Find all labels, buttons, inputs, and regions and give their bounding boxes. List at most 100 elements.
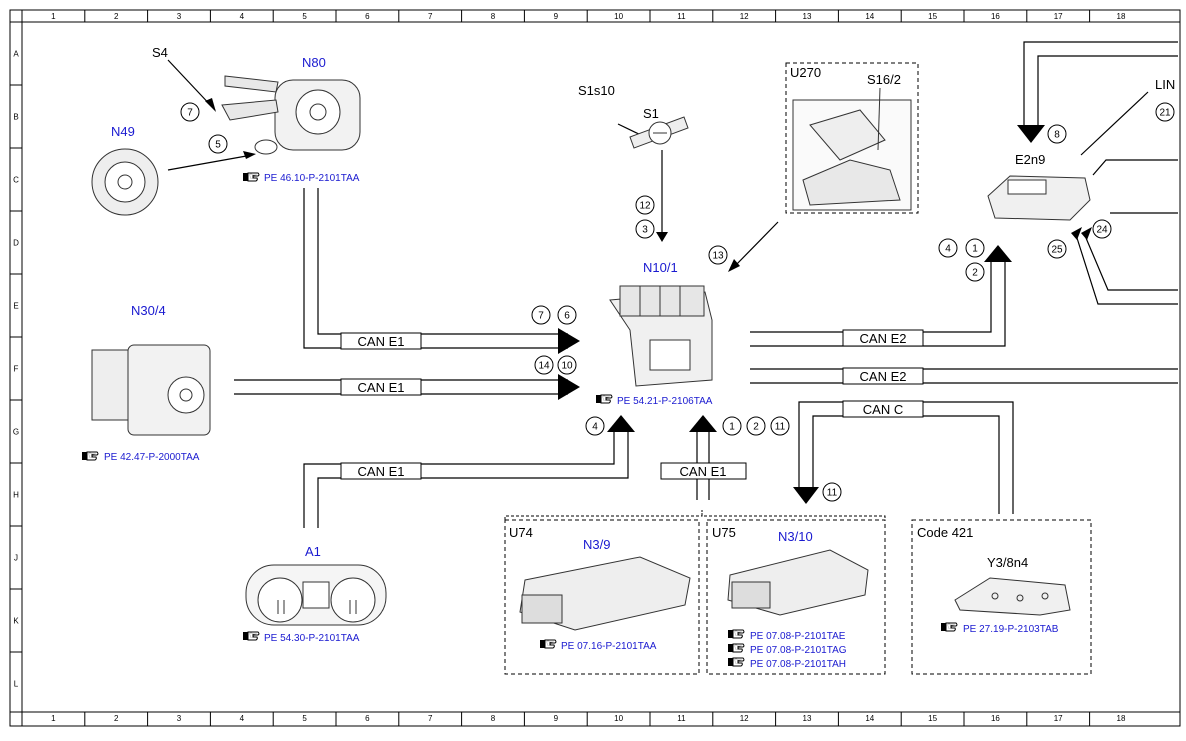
ref-y3-8n4-text[interactable]: PE 27.19-P-2103TAB	[963, 624, 1059, 635]
arrow-down-e2n9	[1017, 125, 1045, 143]
circled-number: 4	[938, 238, 958, 258]
u270-steering-lock-illustration	[792, 87, 912, 211]
ref-n3-10-b-text[interactable]: PE 07.08-P-2101TAG	[750, 645, 847, 656]
box-u74	[504, 519, 700, 675]
circled-number-label: 21	[1159, 108, 1171, 119]
circled-number-label: 12	[639, 201, 651, 212]
grid-column-number: 9	[554, 12, 559, 21]
label-n10-1: N10/1	[643, 260, 678, 275]
ref-n30-4-text[interactable]: PE 42.47-P-2000TAA	[104, 452, 200, 463]
label-lin: LIN	[1155, 77, 1175, 92]
grid-row-letter: J	[14, 554, 18, 563]
circled-number-label: 11	[827, 488, 838, 499]
ref-y3-8n4[interactable]: PE 27.19-P-2103TAB	[940, 620, 1059, 635]
label-e2n9: E2n9	[1015, 152, 1045, 167]
arrowhead-25	[1071, 227, 1082, 240]
s1-ignition-switch-illustration	[629, 116, 689, 149]
grid-column-number: 7	[428, 12, 433, 21]
bus-label-can-e2: CAN E2	[860, 369, 907, 384]
n10-1-sam-illustration	[609, 285, 713, 387]
grid-row-letter: H	[13, 491, 19, 500]
circled-number-label: 5	[215, 140, 221, 151]
circled-number-label: 3	[642, 225, 648, 236]
ref-n80-text[interactable]: PE 46.10-P-2101TAA	[264, 173, 360, 184]
circled-number-label: 6	[564, 311, 570, 322]
arrowhead-n49	[243, 151, 256, 159]
ref-n3-10-a-text[interactable]: PE 07.08-P-2101TAE	[750, 631, 846, 642]
label-u75: U75	[712, 525, 736, 540]
grid-column-number: 12	[740, 714, 749, 723]
grid-column-number: 17	[1054, 12, 1063, 21]
circled-number: 5	[208, 134, 228, 154]
label-n3-10: N3/10	[778, 529, 813, 544]
grid-row-letter: L	[14, 680, 19, 689]
pointing-hand-icon	[539, 637, 557, 649]
grid-column-number: 1	[51, 12, 56, 21]
grid-column-number: 10	[614, 12, 623, 21]
n3-10-ecu-illustration	[727, 549, 869, 616]
circled-number: 2	[746, 416, 766, 436]
label-n49: N49	[111, 124, 135, 139]
n3-9-ecu-illustration	[519, 556, 691, 631]
n30-4-esp-illustration	[91, 344, 211, 436]
label-s4: S4	[152, 45, 168, 60]
grid-column-number: 1	[51, 714, 56, 723]
ref-n3-9[interactable]: PE 07.16-P-2101TAA	[539, 637, 657, 652]
ref-n30-4[interactable]: PE 42.47-P-2000TAA	[81, 449, 200, 463]
ref-n10-1-text[interactable]: PE 54.21-P-2106TAA	[617, 396, 713, 407]
grid-column-number: 12	[740, 12, 749, 21]
ref-n3-9-text[interactable]: PE 07.16-P-2101TAA	[561, 641, 657, 652]
circled-number: 21	[1155, 102, 1175, 122]
circled-number: 7	[180, 102, 200, 122]
grid-column-number: 10	[614, 714, 623, 723]
circled-number-label: 11	[775, 422, 786, 433]
grid-column-number: 7	[428, 714, 433, 723]
arrow-right-can-e1-mid	[558, 374, 580, 400]
arrow-down-can-c	[793, 487, 819, 504]
circled-number-label: 24	[1096, 225, 1108, 236]
circled-number: 12	[635, 195, 655, 215]
pointing-hand-icon	[595, 392, 613, 404]
ref-n10-1[interactable]: PE 54.21-P-2106TAA	[595, 392, 713, 407]
grid-row-letter: F	[14, 365, 19, 374]
arrow-right-can-e1-top	[558, 328, 580, 354]
ref-n3-10-b[interactable]: PE 07.08-P-2101TAG	[727, 641, 847, 656]
ref-n3-10-a[interactable]: PE 07.08-P-2101TAE	[727, 627, 846, 642]
circled-number: 8	[1047, 124, 1067, 144]
grid-column-number: 15	[928, 714, 937, 723]
box-u75	[706, 519, 886, 675]
label-s16-2: S16/2	[867, 72, 901, 87]
bus-label-can-c: CAN C	[863, 402, 903, 417]
pointing-hand-icon	[81, 449, 99, 461]
bus-labels: CAN E1 CAN E1 CAN E1 CAN E1 CAN E2 CAN E…	[340, 329, 924, 480]
pointing-hand-icon	[727, 627, 745, 639]
label-u270: U270	[790, 65, 821, 80]
grid-column-number: 14	[865, 12, 874, 21]
grid-column-number: 18	[1117, 714, 1126, 723]
circled-number-label: 1	[972, 244, 978, 255]
circled-number-label: 7	[538, 311, 544, 322]
bus-label-can-e1: CAN E1	[358, 464, 405, 479]
grid-column-number: 8	[491, 12, 496, 21]
ref-a1[interactable]: PE 54.30-P-2101TAA	[242, 629, 360, 644]
circled-number-label: 14	[538, 361, 550, 372]
grid-column-number: 2	[114, 12, 119, 21]
label-n80: N80	[302, 55, 326, 70]
circled-number: 14	[534, 355, 554, 375]
ref-n3-10-c-text[interactable]: PE 07.08-P-2101TAH	[750, 659, 846, 670]
circled-number: 1	[722, 416, 742, 436]
arrow-up-e2n9	[984, 245, 1012, 262]
circled-number-label: 25	[1051, 245, 1063, 256]
grid-row-letter: K	[13, 617, 19, 626]
circled-number: 13	[708, 245, 728, 265]
ref-n3-10-c[interactable]: PE 07.08-P-2101TAH	[727, 655, 846, 670]
ref-n80[interactable]: PE 46.10-P-2101TAA	[242, 170, 360, 184]
arrowhead-24	[1081, 227, 1092, 240]
grid-column-number: 14	[865, 714, 874, 723]
label-n3-9: N3/9	[583, 537, 610, 552]
grid-column-number: 3	[177, 714, 182, 723]
ref-a1-text[interactable]: PE 54.30-P-2101TAA	[264, 633, 360, 644]
arrowhead-s1	[656, 232, 668, 242]
circled-number: 10	[557, 355, 577, 375]
